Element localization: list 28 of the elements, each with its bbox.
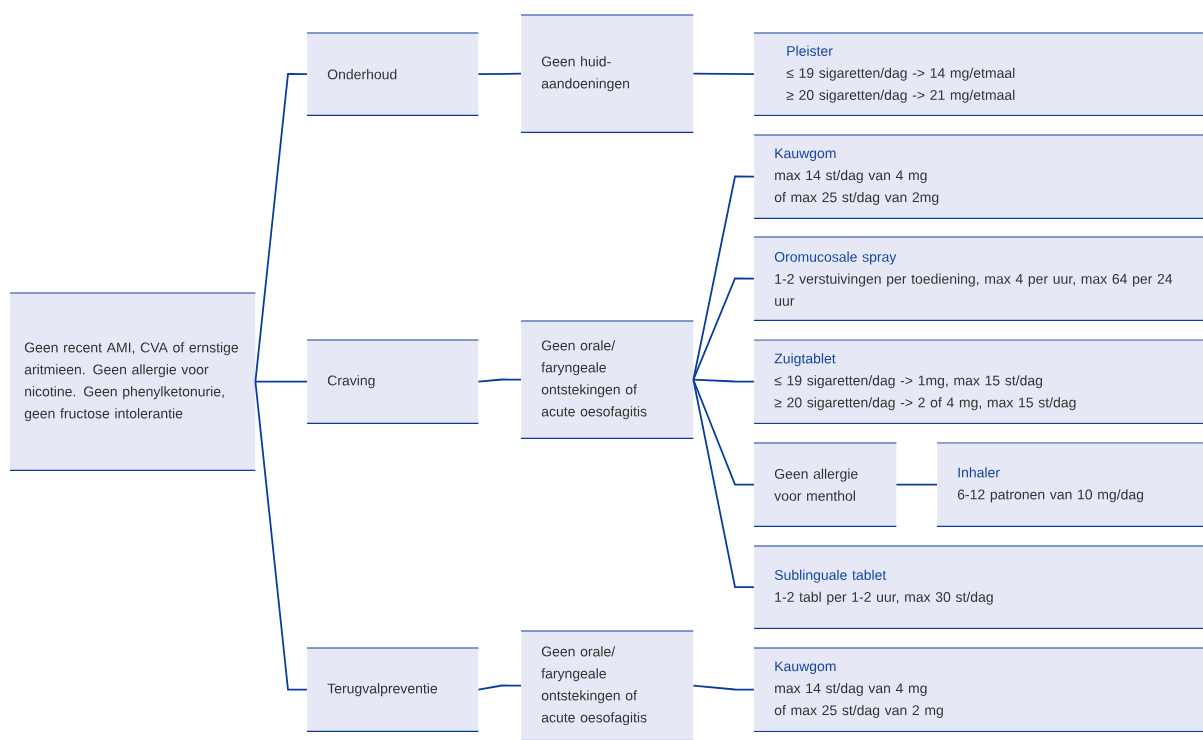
process-box: Onderhoud — [306, 32, 479, 116]
process-box: Geen orale/ faryngeale ontstekingen of acute oesofagitis — [520, 320, 694, 439]
connector-line — [692, 378, 755, 589]
heading-box: Sublinguale tablet 1-2 tabl per 1-2 uur, max 30 st/dag — [753, 545, 1203, 629]
process-box: Craving — [306, 339, 479, 424]
connector-line — [254, 380, 308, 383]
process-box: Geen huid-aandoeningen — [520, 14, 694, 133]
heading-box: Zuigtablet ≤ 19 sigaretten/dag -> 1mg, max 15 st/dag ≥ 20 sigaretten/dag -> 2 of 4 mg, max 15 st/dag — [753, 339, 1203, 424]
heading-box: Oromucosale spray 1-2 verstuivingen per toediening, max 4 per uur, max 64 per 24 uur — [753, 236, 1203, 321]
connector-line — [477, 684, 522, 691]
connector-line — [692, 684, 755, 691]
connector-line — [254, 73, 308, 383]
connector-line — [477, 72, 522, 76]
connector-line — [692, 277, 755, 381]
connector-line — [477, 378, 522, 383]
connector-line — [692, 378, 755, 383]
connector-line — [895, 483, 938, 486]
heading-box: Kauwgom max 14 st/dag van 4 mg of max 25 st/dag van 2mg — [753, 134, 1203, 219]
process-box: Geen orale/ faryngeale ontstekingen of acute oesofagitis — [520, 630, 694, 740]
heading-box: Inhaler 6-12 patronen van 10 mg/dag — [936, 442, 1203, 527]
heading-box: Pleister ≤ 19 sigaretten/dag -> 14 mg/etmaal ≥ 20 sigaretten/dag -> 21 mg/etmaal — [753, 32, 1203, 116]
process-box: Geen allergie voor menthol — [753, 442, 897, 527]
heading-box: Kauwgom max 14 st/dag van 4 mg of max 25 st/dag van 2 mg — [753, 647, 1203, 732]
connector-line — [254, 380, 308, 691]
process-box: Terugvalpreventie — [306, 647, 479, 732]
connector-line — [692, 72, 755, 76]
process-box: Geen recent AMI, CVA of ernstige aritmieen. Geen allergie voor nicotine. Geen phenylketonurie, geen fructose intolerantie — [9, 292, 256, 471]
connector-line — [692, 378, 755, 486]
